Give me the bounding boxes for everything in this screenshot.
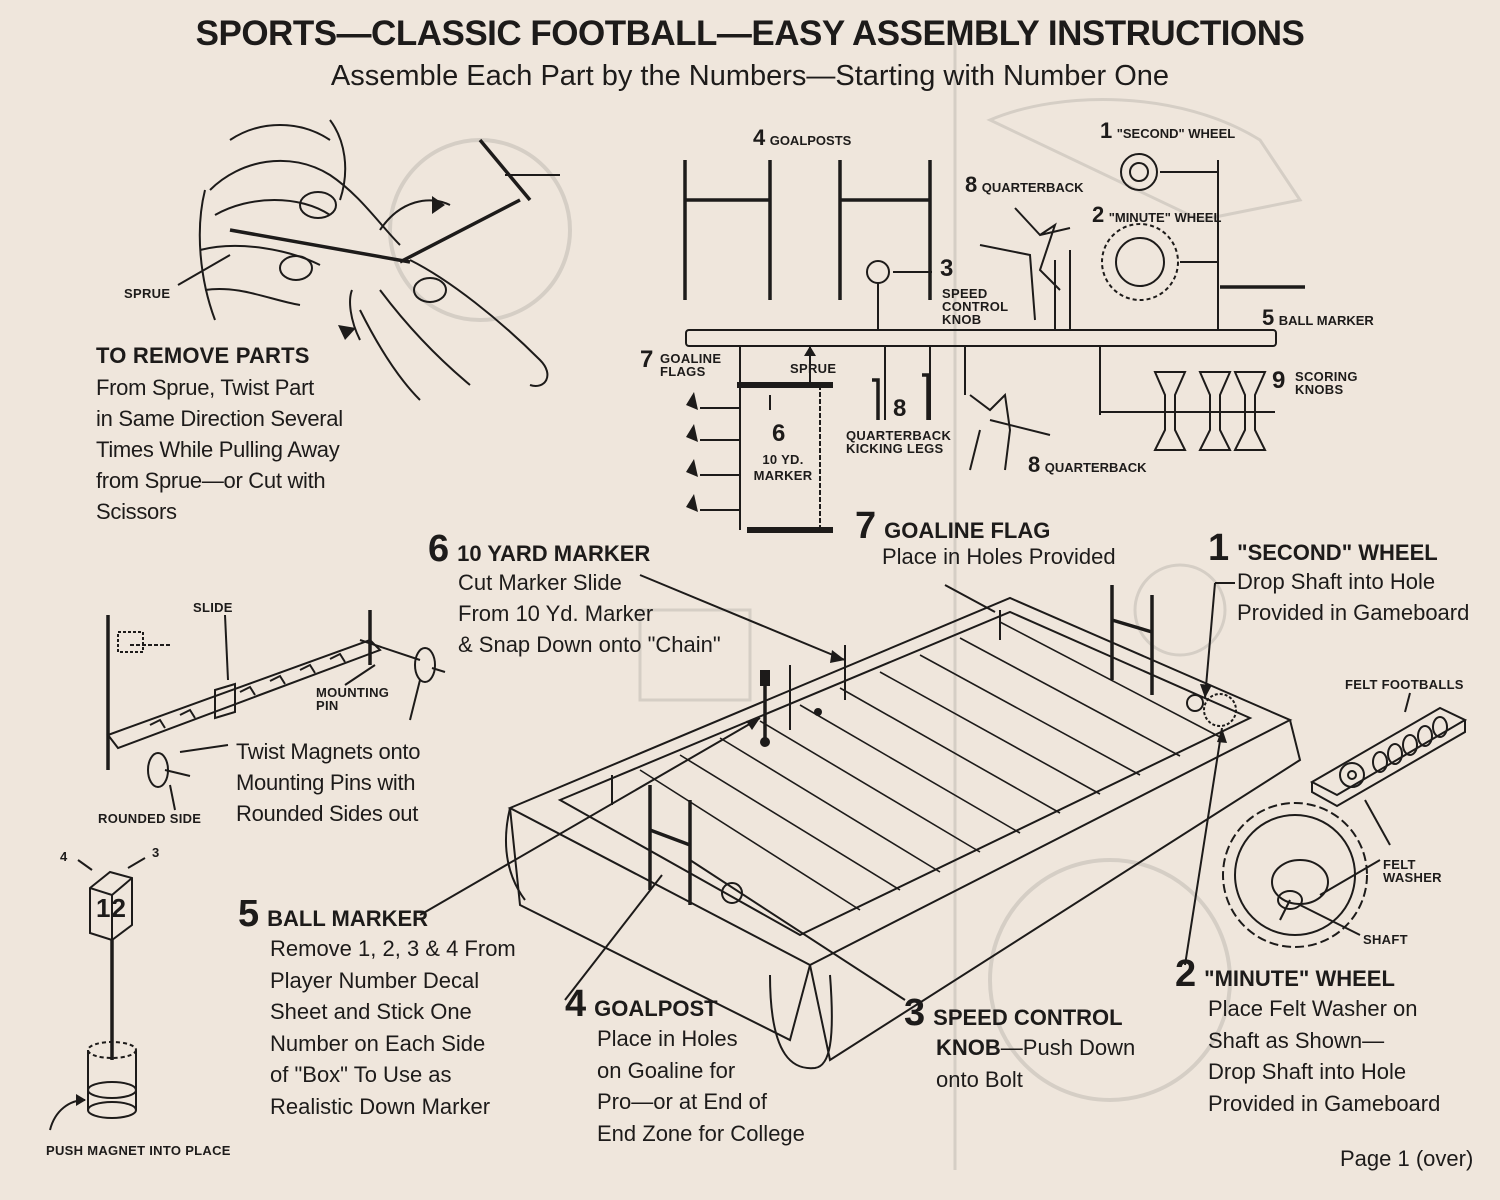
sprue-speed-control-number: 3: [940, 255, 954, 282]
sprue-scoring-knobs-number: 9: [1272, 367, 1286, 394]
sprue-goalposts-label: 4 GOALPOSTS: [753, 125, 852, 150]
ten-yard-chain-illustration: [106, 610, 446, 811]
twist-magnets-text: Twist Magnets onto Mounting Pins with Ro…: [236, 739, 421, 826]
shaft-label: SHAFT: [1363, 932, 1408, 947]
sprue-second-wheel-label: 1 "SECOND" WHEEL: [1100, 118, 1236, 143]
sprue-ten-yd-label: 10 YD. MARKER: [753, 452, 813, 483]
sprue-scoring-knobs-label: SCORING KNOBS: [1295, 369, 1358, 397]
remove-parts-text: From Sprue, Twist Part in Same Direction…: [96, 375, 343, 524]
hands-twisting-illustration: [177, 119, 560, 401]
felt-footballs-label: FELT FOOTBALLS: [1345, 677, 1464, 692]
sprue-ten-yd-number: 6: [772, 420, 786, 447]
sprue-minute-wheel-label: 2 "MINUTE" WHEEL: [1092, 202, 1222, 227]
sprue-quarterback-bottom-label: 8 QUARTERBACK: [1028, 452, 1147, 477]
rounded-side-label: ROUNDED SIDE: [98, 811, 202, 826]
page-title: SPORTS—CLASSIC FOOTBALL—EASY ASSEMBLY IN…: [195, 14, 1305, 53]
remove-parts-heading: TO REMOVE PARTS: [96, 343, 310, 368]
sprue-goaline-flags-label: GOALINE FLAGS: [660, 351, 722, 379]
sprue-kicking-legs-label: QUARTERBACK KICKING LEGS: [846, 428, 952, 456]
page-number: Page 1 (over): [1340, 1146, 1474, 1171]
parts-sprue-diagram: [683, 153, 1305, 533]
slide-label: SLIDE: [193, 600, 233, 615]
down-marker-box-number: 12: [96, 893, 127, 923]
sprue-ball-marker-label: 5 BALL MARKER: [1262, 305, 1374, 330]
down-marker-side-right: 3: [152, 845, 160, 860]
scoring-knobs-drawing: [1153, 371, 1267, 451]
sprue-quarterback-top-label: 8 QUARTERBACK: [965, 172, 1084, 197]
gameboard-illustration: [504, 585, 1302, 1070]
sprue-kicking-legs-number: 8: [893, 395, 907, 422]
sprue-label-center: SPRUE: [790, 361, 837, 376]
minute-wheel-exploded: [1222, 799, 1391, 948]
step-minute-wheel: 2"MINUTE" WHEEL Place Felt Washer on Sha…: [1175, 953, 1441, 1116]
down-marker-side-left: 4: [60, 849, 68, 864]
felt-footballs-card: [1309, 692, 1468, 808]
mounting-pin-label: MOUNTING PIN: [316, 685, 390, 713]
sprue-speed-control-label: SPEED CONTROL KNOB: [942, 286, 1009, 327]
push-magnet-label: PUSH MAGNET INTO PLACE: [46, 1143, 231, 1158]
page-subtitle: Assemble Each Part by the Numbers—Starti…: [330, 60, 1170, 92]
down-marker-illustration: [49, 857, 146, 1131]
felt-washer-label: FELT WASHER: [1383, 857, 1442, 885]
callout-leader-lines: [419, 574, 1235, 1001]
step-second-wheel: 1"SECOND" WHEEL Drop Shaft into Hole Pro…: [1208, 527, 1470, 625]
sprue-label: SPRUE: [124, 286, 171, 301]
sprue-goaline-flags-number: 7: [640, 346, 654, 373]
